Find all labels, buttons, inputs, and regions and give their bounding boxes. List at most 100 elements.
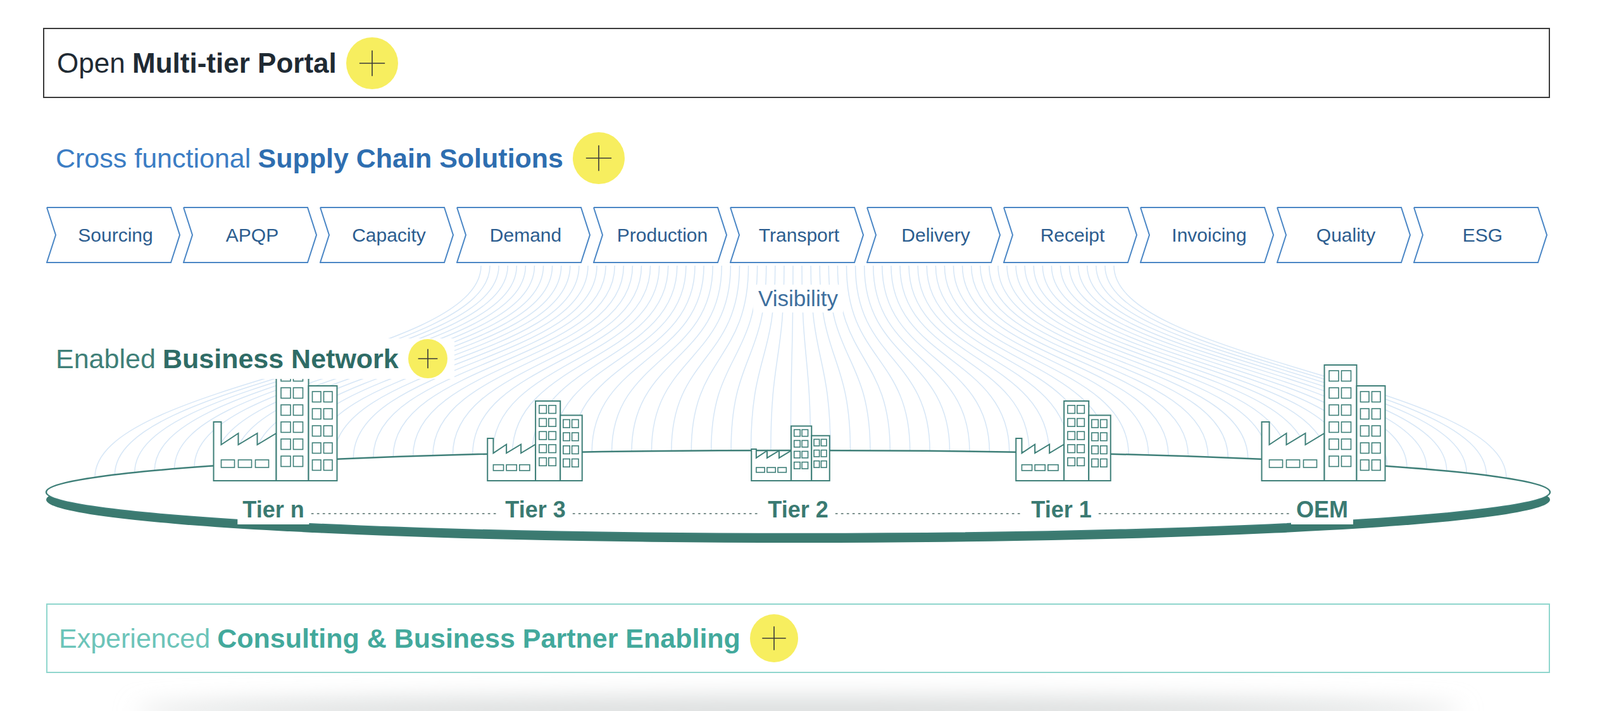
window (767, 467, 776, 473)
window (801, 462, 809, 469)
window (312, 408, 322, 420)
tier-dotted-line (312, 513, 499, 515)
heading-keyword: Multi-tier Portal (132, 47, 337, 80)
window (493, 465, 504, 471)
window (794, 451, 801, 458)
step-label: Transport (754, 224, 840, 247)
tower-outline (276, 365, 309, 482)
window (820, 461, 827, 468)
section-band: Cross functionalSupply Chain SolutionsSo… (43, 136, 1550, 266)
section-heading: Cross functionalSupply Chain Solutions (43, 136, 1550, 181)
expand-circle (346, 37, 399, 90)
section-heading: EnabledBusiness Network (43, 338, 455, 380)
window (548, 405, 557, 414)
plus-sign (417, 349, 438, 369)
window (281, 422, 291, 433)
window (1360, 460, 1370, 471)
window (1341, 387, 1352, 399)
step-label: Quality (1312, 224, 1376, 247)
process-chevron: Receipt (1003, 206, 1138, 264)
window (1303, 460, 1318, 468)
heading-keyword: Business Network (162, 343, 399, 375)
building-icon (1262, 365, 1386, 482)
window (1341, 405, 1352, 416)
step-label: Invoicing (1167, 224, 1247, 247)
window (1067, 458, 1076, 467)
heading-keyword: Supply Chain Solutions (257, 143, 564, 175)
window (572, 446, 579, 455)
building-icon (213, 365, 338, 482)
window (1341, 456, 1352, 468)
tower-outline (1088, 415, 1111, 482)
window (1077, 444, 1085, 454)
chevron-shape (46, 207, 180, 263)
window (324, 408, 333, 420)
visibility-line (631, 265, 722, 452)
tower-outline (535, 401, 561, 482)
step-label: ESG (1458, 224, 1503, 247)
window (820, 439, 827, 446)
tier-dotted-line (1099, 513, 1289, 515)
window (813, 439, 820, 446)
section-band: EnabledBusiness Network (43, 338, 740, 380)
window (794, 462, 801, 469)
chevron-shape (1413, 207, 1547, 263)
process-chevron: Capacity (319, 206, 454, 264)
window (293, 405, 304, 416)
window (1372, 460, 1382, 471)
plus-sign (762, 626, 786, 650)
visibility-line (711, 265, 758, 451)
heading-prefix: Experienced (58, 623, 211, 655)
heading-keyword: Consulting & Business Partner Enabling (217, 623, 741, 655)
window (281, 405, 291, 416)
tower-outline (1324, 365, 1357, 482)
window (539, 405, 547, 414)
tier-label: OEM (1291, 495, 1354, 525)
window (1341, 370, 1352, 382)
step-label: Production (612, 224, 708, 247)
chevron-shape (730, 207, 864, 263)
expand-circle (408, 339, 448, 379)
window (1286, 460, 1300, 468)
window (1067, 405, 1076, 414)
window (801, 451, 809, 458)
window (1077, 418, 1085, 428)
building-icon (1015, 401, 1111, 482)
window (519, 465, 530, 471)
visibility-line (873, 265, 970, 452)
visibility-line (691, 265, 749, 452)
window (813, 461, 820, 468)
chevron-shape (320, 207, 454, 263)
window (1091, 459, 1099, 468)
window (324, 391, 333, 403)
process-chevron: Invoicing (1139, 206, 1275, 264)
window (1100, 432, 1107, 442)
visibility-line (882, 265, 990, 452)
window (777, 467, 787, 473)
window (312, 460, 322, 471)
process-chevron: Transport (729, 206, 864, 264)
bottom-shadow (133, 697, 1463, 711)
visibility-line (551, 265, 687, 454)
window (312, 425, 322, 437)
visibility-line (671, 265, 740, 452)
window (1360, 408, 1370, 420)
window (324, 425, 333, 437)
window (1360, 443, 1370, 454)
window (1100, 419, 1107, 428)
step-label: Receipt (1036, 224, 1106, 247)
window (1100, 459, 1107, 468)
window (801, 429, 809, 437)
window (1329, 456, 1339, 468)
window (1341, 439, 1352, 450)
window (293, 439, 304, 450)
plus-sign (586, 145, 612, 171)
window (281, 456, 291, 468)
chevron-shape (456, 207, 590, 263)
window (572, 459, 579, 468)
building-icon (751, 426, 830, 482)
visibility-line (651, 265, 731, 452)
plus-sign (359, 50, 385, 76)
window (1077, 458, 1085, 467)
window (1077, 431, 1085, 440)
